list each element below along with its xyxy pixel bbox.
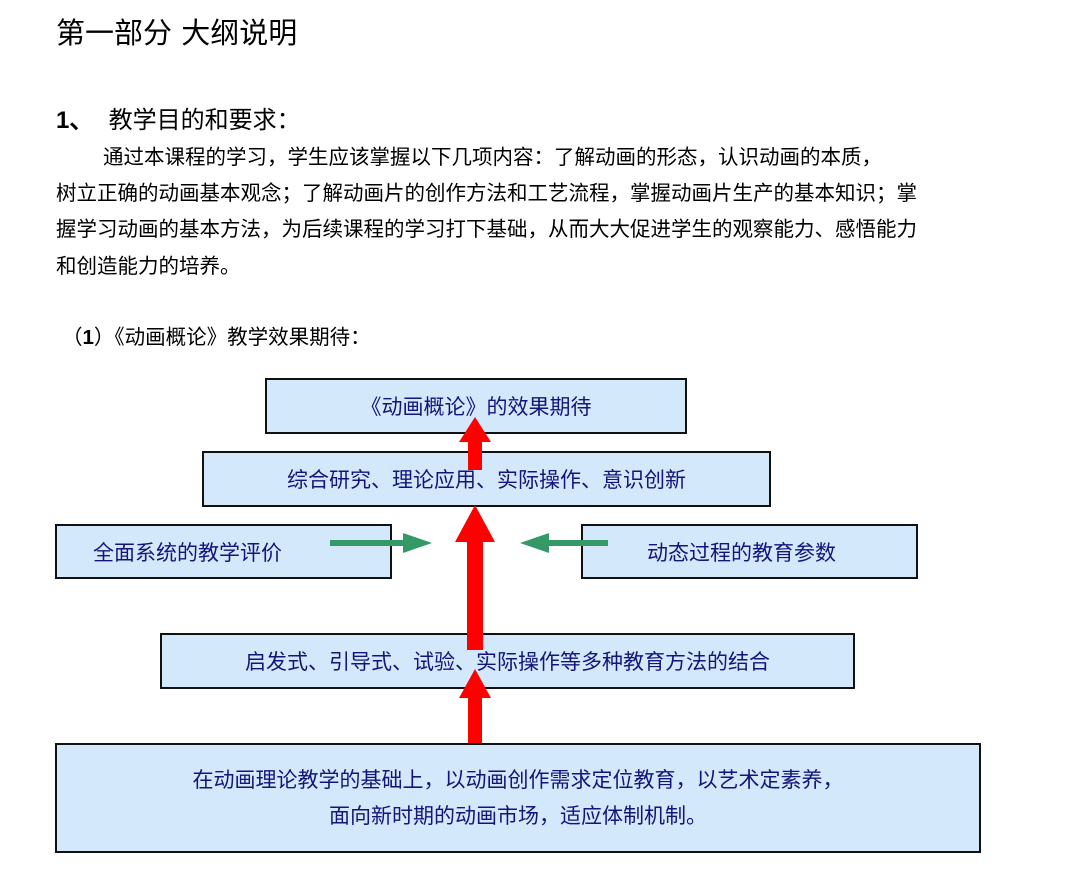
goal-label: 《动画概论》的效果期待 bbox=[360, 395, 592, 419]
subsection-number: 1 bbox=[82, 326, 94, 349]
left-input-box: 全面系统的教学评价 bbox=[55, 524, 392, 579]
up-arrow-icon bbox=[459, 669, 491, 743]
paragraph-line: 和创造能力的培养。 bbox=[56, 254, 241, 278]
subsection-text: 《动画概论》教学效果期待： bbox=[114, 325, 371, 349]
methods-box: 启发式、引导式、试验、实际操作等多种教育方法的结合 bbox=[160, 633, 855, 689]
foundation-line: 面向新时期的动画市场，适应体制机制。 bbox=[329, 804, 707, 828]
paragraph-line: 握学习动画的基本方法，为后续课程的学习打下基础，从而大大促进学生的观察能力、感悟… bbox=[56, 217, 917, 241]
paragraph-line: 树立正确的动画基本观念；了解动画片的创作方法和工艺流程，掌握动画片生产的基本知识… bbox=[56, 181, 917, 205]
left-arrow-icon bbox=[520, 533, 608, 553]
integration-label: 综合研究、理论应用、实际操作、意识创新 bbox=[287, 468, 686, 492]
methods-label: 启发式、引导式、试验、实际操作等多种教育方法的结合 bbox=[245, 650, 770, 674]
integration-box: 综合研究、理论应用、实际操作、意识创新 bbox=[202, 451, 771, 507]
paren-close: ） bbox=[93, 325, 115, 349]
section-heading-text: 教学目的和要求： bbox=[108, 106, 301, 134]
foundation-line: 在动画理论教学的基础上，以动画创作需求定位教育，以艺术定素养， bbox=[192, 768, 844, 792]
right-arrow-icon bbox=[330, 533, 432, 553]
left-input-label: 全面系统的教学评价 bbox=[93, 540, 282, 565]
paragraph-line: 通过本课程的学习，学生应该掌握以下几项内容：了解动画的形态，认识动画的本质， bbox=[103, 145, 882, 169]
page-title: 第一部分 大纲说明 bbox=[56, 16, 298, 50]
right-input-box: 动态过程的教育参数 bbox=[581, 524, 918, 579]
up-arrow-icon bbox=[455, 505, 495, 650]
section-heading: 1、 教学目的和要求： bbox=[56, 100, 301, 135]
right-input-label: 动态过程的教育参数 bbox=[647, 540, 836, 565]
foundation-box: 在动画理论教学的基础上，以动画创作需求定位教育，以艺术定素养， 面向新时期的动画… bbox=[55, 743, 981, 853]
section-number: 1、 bbox=[56, 107, 94, 134]
paren-open: （ bbox=[62, 325, 83, 349]
up-arrow-icon bbox=[459, 417, 491, 470]
subsection-heading: （1）《动画概论》教学效果期待： bbox=[62, 320, 371, 350]
